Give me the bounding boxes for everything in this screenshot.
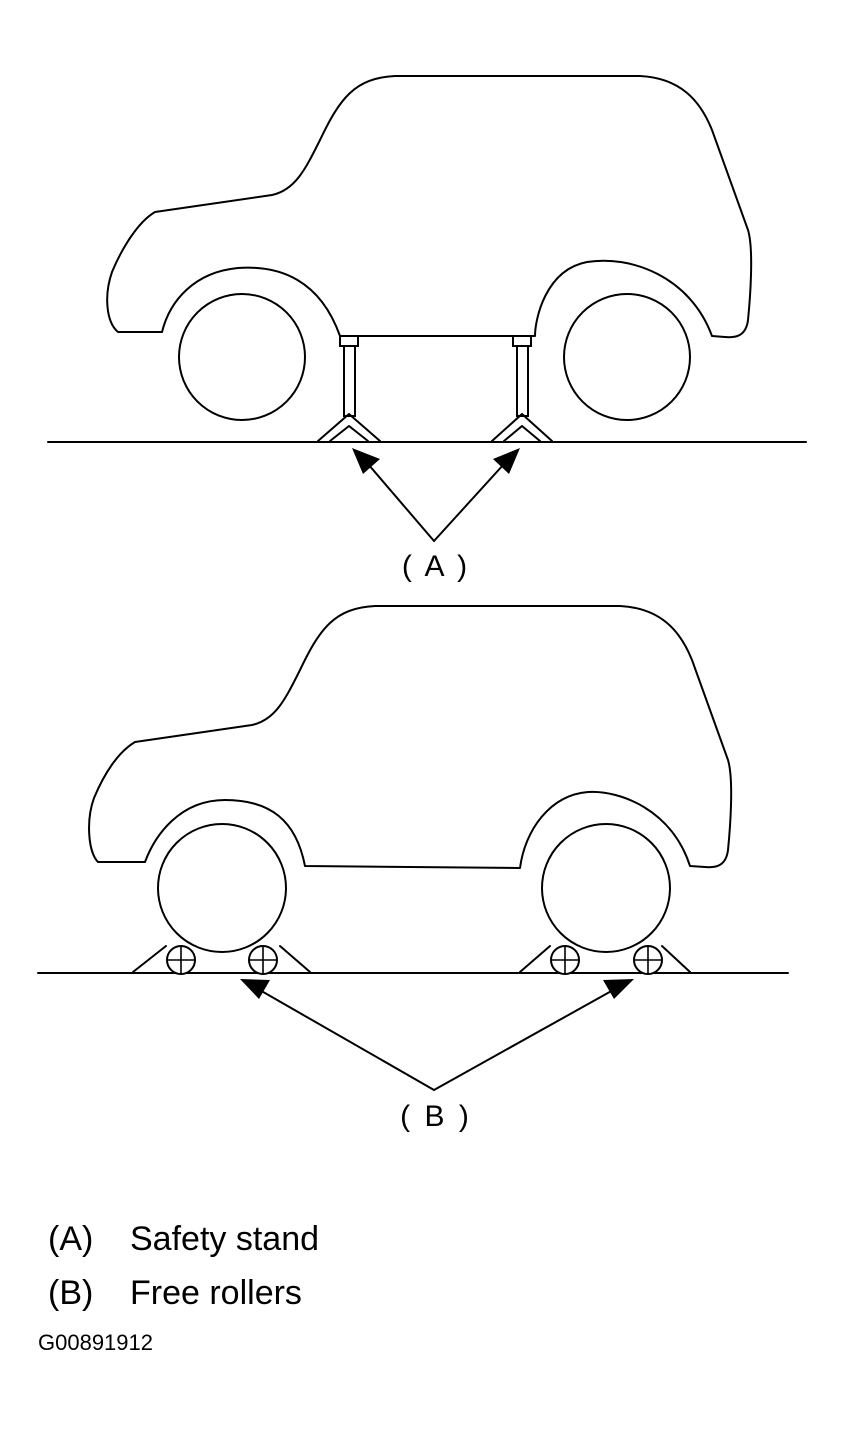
vehicle-body-bottom (88, 605, 733, 869)
arrowhead-b-left (240, 979, 270, 999)
safety-stand-rear (491, 335, 553, 442)
front-wheel-top (178, 293, 306, 421)
arrowhead-b-right (603, 979, 634, 999)
arrowhead-a-left (352, 448, 380, 474)
free-roller-rear (519, 945, 691, 975)
legend-key: (B) (48, 1273, 94, 1312)
legend: (A) Safety stand (B) Free rollers (48, 1212, 319, 1320)
legend-label: Safety stand (130, 1219, 320, 1258)
callout-a: ( A ) (402, 550, 470, 583)
rear-wheel-bottom (541, 823, 671, 953)
figure-id: G00891912 (38, 1330, 153, 1355)
rear-wheel-top (563, 293, 691, 421)
callout-b: ( B ) (400, 1100, 472, 1133)
legend-item-a: (A) Safety stand (48, 1212, 319, 1266)
free-roller-front (132, 945, 311, 975)
front-wheel-bottom (157, 823, 287, 953)
legend-key: (A) (48, 1219, 94, 1258)
vehicle-on-free-rollers: ( B ) (37, 605, 789, 1133)
legend-label: Free rollers (130, 1273, 302, 1312)
vehicle-body-top (106, 75, 753, 339)
legend-item-b: (B) Free rollers (48, 1266, 319, 1320)
vehicle-on-safety-stands: ( A ) (47, 75, 807, 583)
safety-stand-front (317, 335, 381, 442)
arrowhead-a-right (493, 448, 520, 474)
